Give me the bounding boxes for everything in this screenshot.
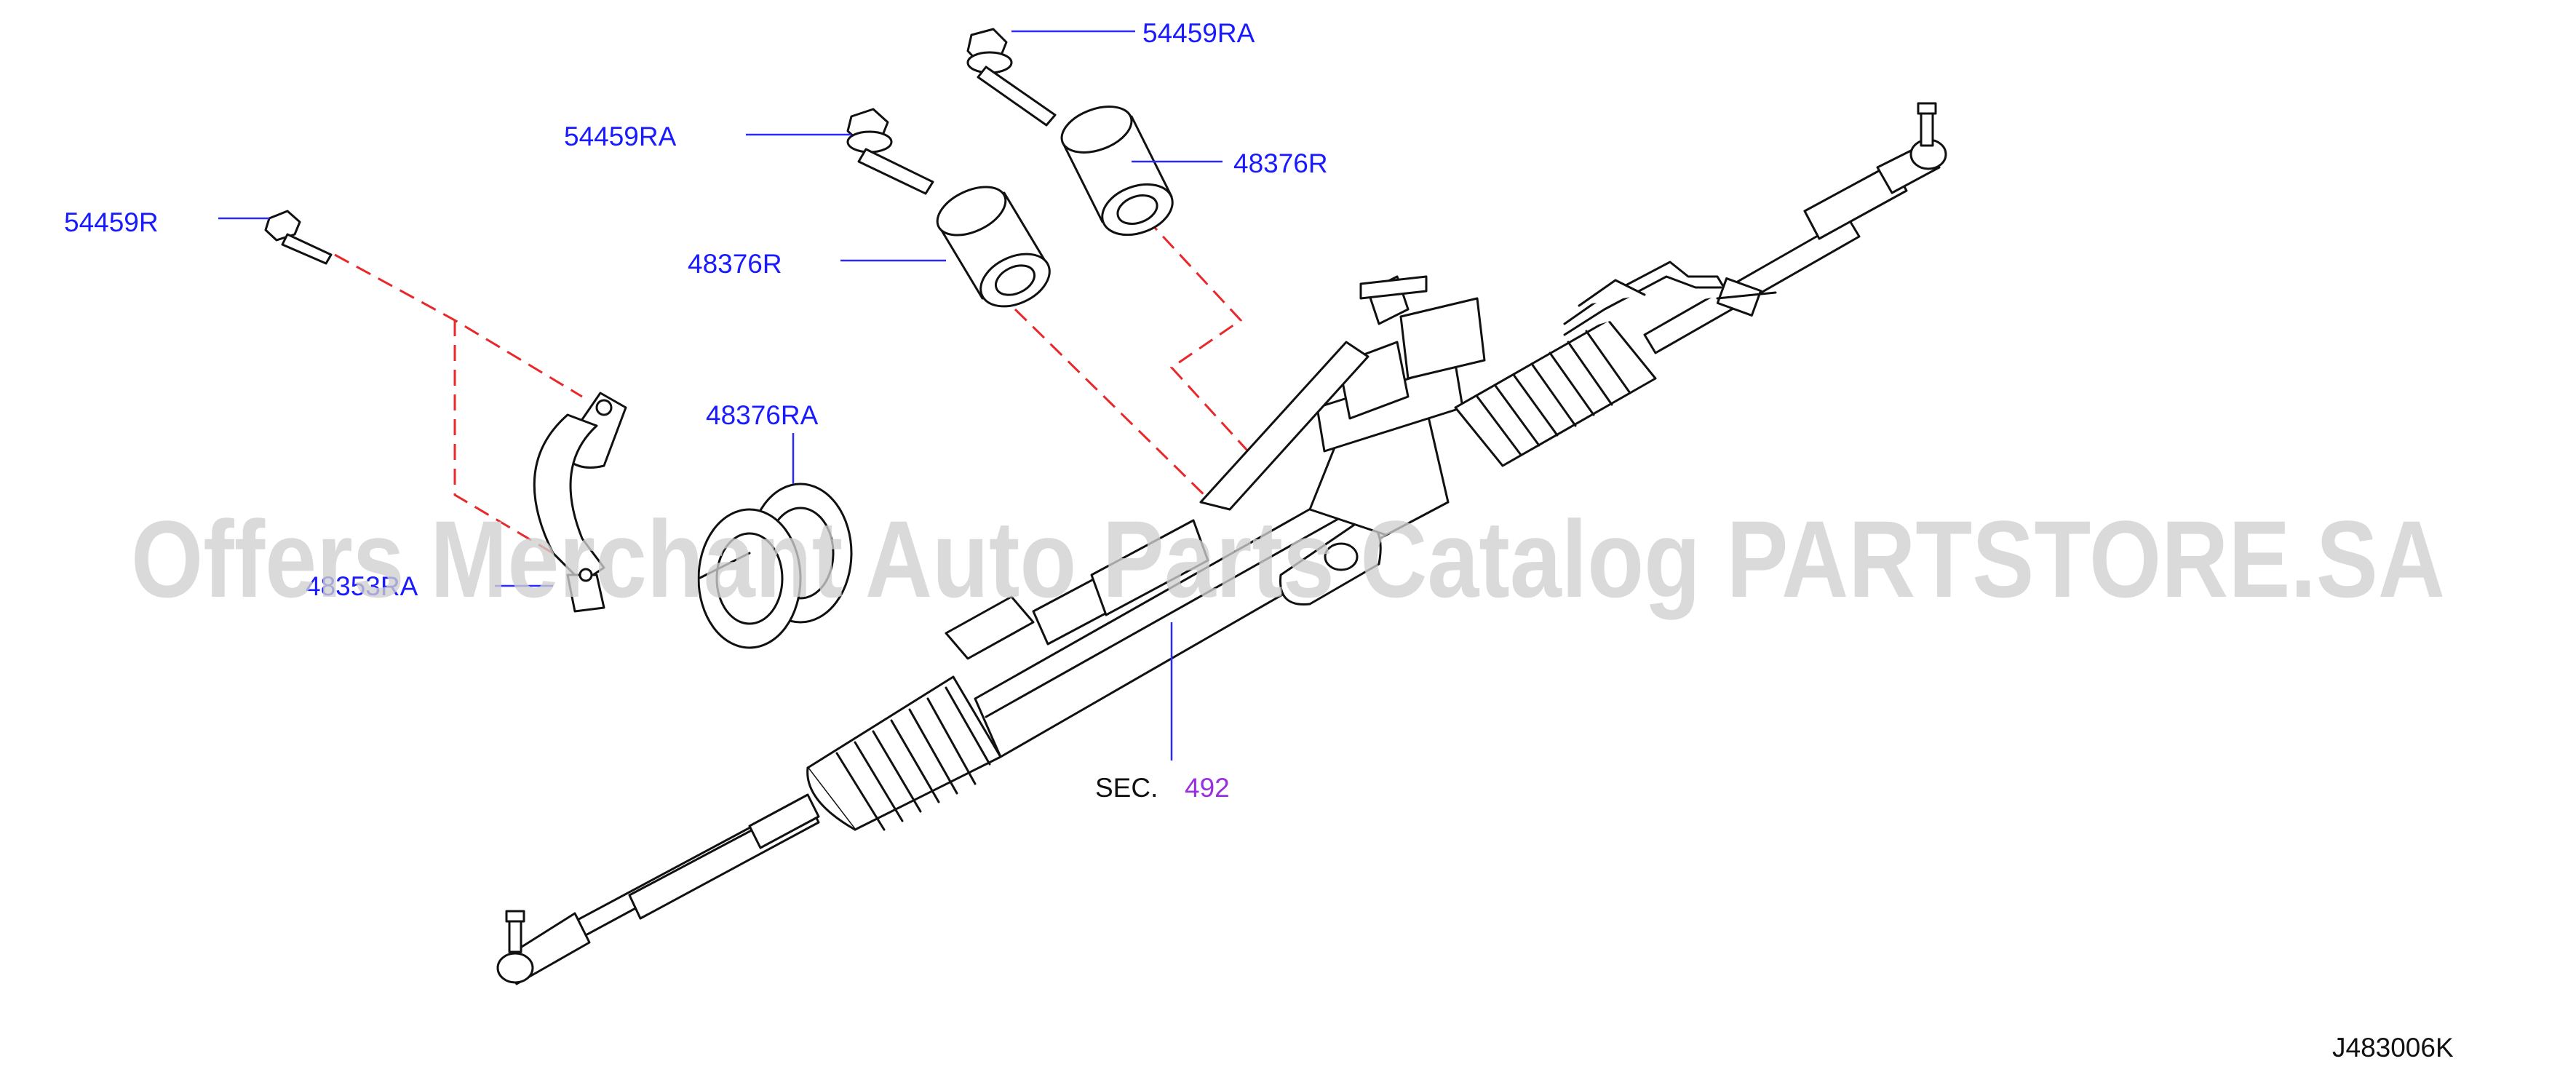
insulator-top-part (1060, 106, 1174, 237)
dashed-guides (334, 217, 1249, 555)
label-insulator-mid[interactable]: 48376R (688, 249, 782, 279)
section-prefix: SEC. (1095, 773, 1158, 803)
leader-lines (218, 30, 1223, 761)
right-boot-ribs (1476, 330, 1631, 456)
ring-insulator-part (697, 483, 853, 649)
clamp-part (533, 392, 627, 613)
label-bolt-top[interactable]: 54459RA (1142, 18, 1255, 48)
bolt-top-part (966, 28, 1057, 127)
label-insulator-top[interactable]: 48376R (1233, 148, 1328, 178)
steering-rack-assembly (496, 102, 1947, 985)
left-boot-ribs (835, 686, 991, 831)
watermark: Offers Merchant Auto Parts Catalog PARTS… (131, 498, 2445, 620)
label-insulator-ring[interactable]: 48376RA (706, 400, 819, 430)
label-bolt-left[interactable]: 54459R (64, 207, 159, 237)
label-clamp[interactable]: 48353RA (306, 571, 418, 601)
label-bolt-mid[interactable]: 54459RA (564, 122, 677, 151)
section-number-link[interactable]: 492 (1185, 773, 1230, 803)
bolt-left-part (264, 210, 333, 265)
drawing-code: J483006K (2332, 1033, 2454, 1063)
part-labels: 54459RA 54459RA 54459R 48376R 48376R 483… (64, 18, 2454, 1063)
bolt-mid-part (846, 108, 934, 195)
insulator-mid-part (936, 186, 1051, 308)
